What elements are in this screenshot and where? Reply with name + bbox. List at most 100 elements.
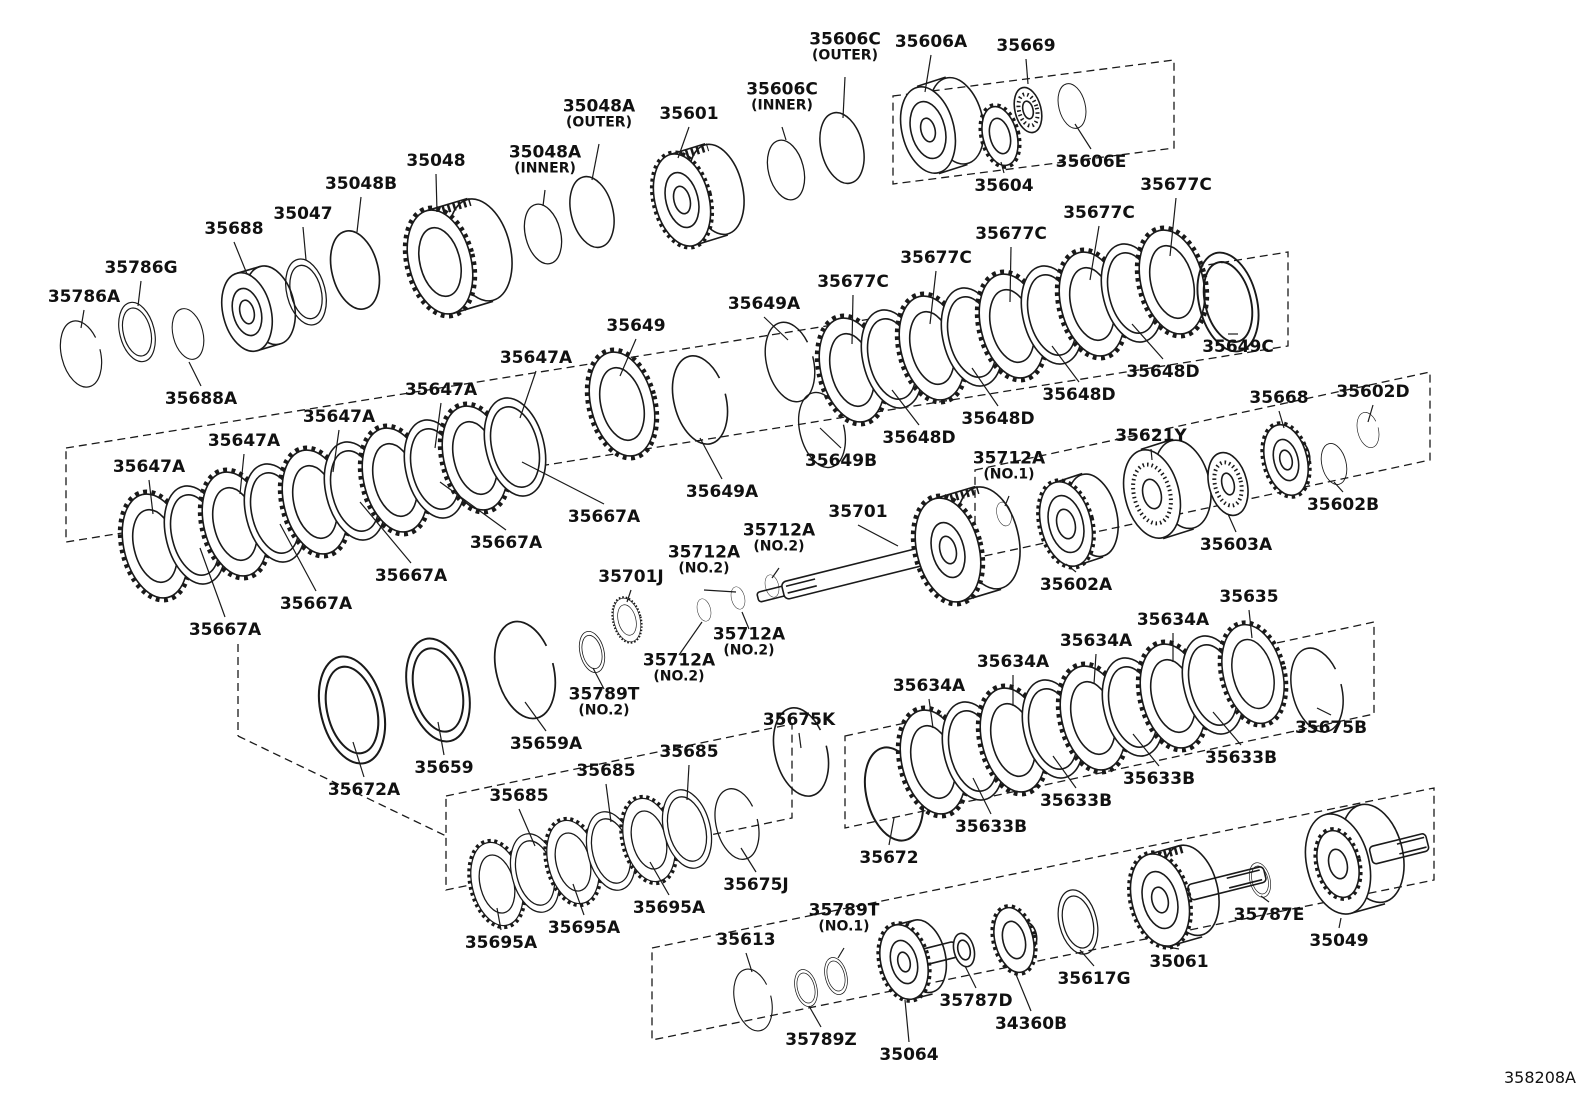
leader-line-35633B (1132, 733, 1160, 767)
leader-line-35633B (1212, 711, 1242, 746)
leader-line-35649B (819, 427, 842, 449)
leader-line-35675J (740, 847, 757, 873)
leader-line-35669 (1025, 58, 1029, 85)
leader-line-35603A (1227, 513, 1237, 533)
part-35688A-ring (166, 304, 210, 364)
leader-line-35701J (626, 589, 632, 603)
leader-line-35047 (302, 226, 307, 261)
part-35064-gear-drum (876, 919, 959, 1003)
leader-line-35701 (857, 524, 899, 547)
leader-line-35606A (924, 54, 932, 93)
leader-line-35789T (837, 947, 845, 959)
leader-line-35712A (1004, 495, 1010, 507)
leader-line-35601 (677, 126, 690, 159)
leader-line-35606E (1074, 123, 1092, 150)
part-35606C-outer-ring (812, 107, 872, 189)
part-35047-disc (278, 254, 334, 330)
leader-line-35659 (437, 721, 445, 756)
group-boundary (445, 723, 793, 891)
part-35604-gear (978, 103, 1022, 169)
part-35606C-inner-ring (760, 135, 812, 205)
part-35701-input-shaft (756, 485, 1021, 607)
leader-line-35633B (1052, 755, 1077, 789)
part-35789Z-ring (790, 966, 822, 1010)
leader-line-35789Z (808, 1005, 822, 1028)
part-35712A-no2-ring (728, 585, 748, 611)
part-35789T-no2-ring (574, 628, 610, 676)
leader-line-35647A (239, 453, 245, 495)
part-35049-drum-shaft (1304, 803, 1430, 915)
part-34360B-gear (990, 904, 1038, 976)
leader-line-35648D (891, 389, 920, 426)
leader-line-35712A (678, 621, 703, 656)
leader-line-35677C (1089, 225, 1100, 281)
leader-line-35667A (439, 481, 507, 531)
part-35048-drum (402, 197, 513, 319)
part-35675J-snap-ring (707, 783, 767, 865)
leader-line-35695A (649, 861, 670, 896)
part-35675B-snap-ring (1281, 641, 1353, 739)
part-35649-ring-gear (579, 345, 665, 463)
leader-line-35712A (771, 567, 780, 579)
leader-line-35648D (1131, 323, 1164, 360)
part-35675K-snap-ring (764, 701, 838, 803)
leader-line-35668 (1278, 410, 1285, 429)
leader-line-35672 (888, 817, 895, 846)
group-boundary (892, 59, 1175, 185)
part-35659A-snap-ring (484, 614, 566, 726)
leader-line-35677C (1169, 197, 1177, 257)
part-35603A-bearing (1207, 451, 1249, 517)
part-35787D-washer (952, 932, 976, 968)
leader-line-35061 (1161, 945, 1180, 950)
leader-line-35621Y (1150, 448, 1153, 461)
leader-line-35048A (542, 189, 546, 207)
part-35701J-gear (607, 593, 647, 647)
leader-line-35685 (518, 808, 536, 847)
leader-line-35677C (1009, 246, 1012, 303)
leader-line-35647A (332, 429, 340, 473)
leader-line-35789T (592, 667, 605, 690)
leader-line-35667A (521, 461, 605, 505)
part-35602D-snap-ring (1353, 409, 1383, 451)
leader-line-35606C (842, 76, 846, 119)
part-35688-drum (220, 265, 297, 353)
leader-line-35695A (572, 883, 585, 916)
leader-line-35633B (972, 777, 992, 815)
group-boundary (974, 371, 1431, 559)
leader-line-35649 (619, 338, 637, 377)
part-35601-drum (649, 142, 745, 250)
leader-line-35634A (1093, 653, 1097, 685)
leader-line-35647A (519, 370, 537, 419)
part-35617G-race (1051, 885, 1105, 959)
leader-line-35602B (1333, 481, 1344, 493)
leader-line-35648D (971, 367, 999, 407)
leader-line-35604 (1000, 161, 1005, 174)
leader-line-35617G (1079, 949, 1095, 967)
leader-line-35688A (188, 361, 202, 387)
leader-line-35048 (435, 173, 438, 213)
leader-line-35786G (137, 280, 142, 307)
leader-line-35672A (352, 741, 365, 778)
leader-line-35649A (699, 437, 723, 480)
leader-line-35712A (741, 611, 750, 630)
part-35606E-ring (1053, 80, 1091, 132)
leader-line-35786A (80, 309, 85, 329)
part-35712A-no2-ring (694, 597, 714, 623)
group-boundary (237, 735, 447, 837)
part-35789T-no1-ring (820, 954, 852, 998)
leader-line-35606C (781, 126, 787, 141)
part-35048A-outer-ring (562, 171, 622, 253)
leader-line-35048A (591, 143, 600, 181)
part-35621Y-piston (1122, 438, 1212, 540)
leader-line-35787D (964, 965, 977, 989)
leader-line-35647A (434, 402, 442, 449)
leader-line-35049 (1338, 917, 1342, 929)
leader-line-35675K (798, 732, 802, 749)
leader-line-35712A (703, 589, 737, 593)
leader-line-35064 (904, 999, 910, 1043)
leader-line-35677C (851, 294, 854, 345)
leader-line-35635 (1248, 609, 1253, 639)
leader-line-35648D (1051, 345, 1080, 383)
part-35606A-drum (899, 76, 985, 175)
